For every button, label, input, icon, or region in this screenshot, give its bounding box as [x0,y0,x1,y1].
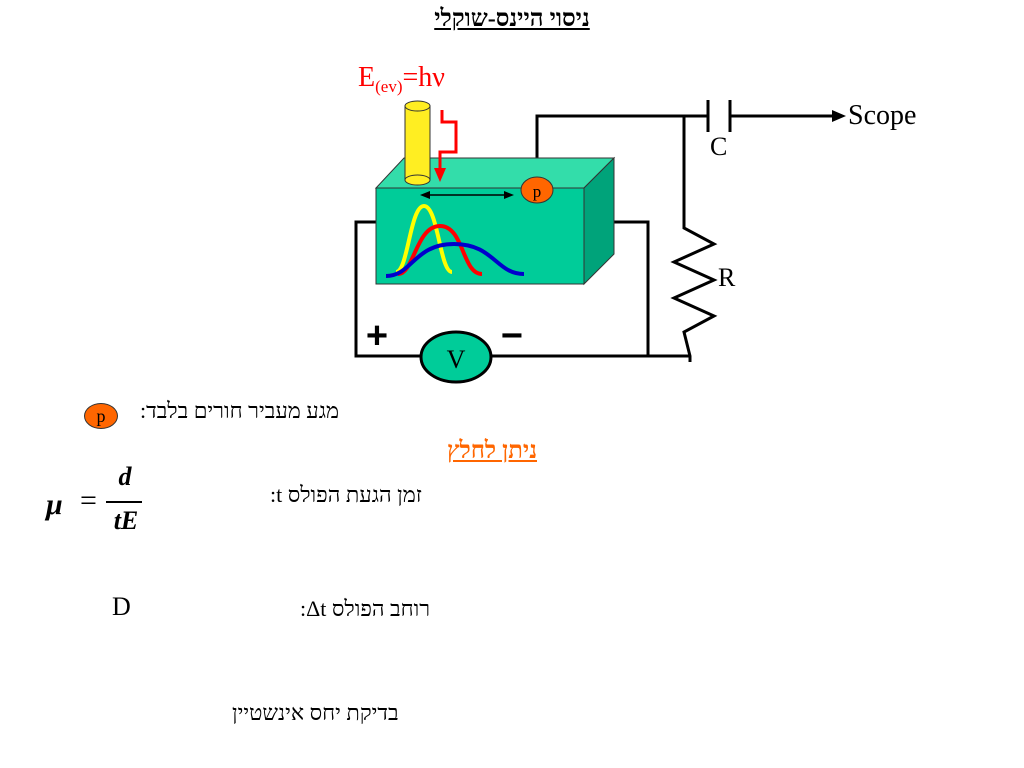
energy-subscript: (ev) [375,77,402,96]
plus-sign: + [366,315,388,357]
wire-resistor [670,116,718,362]
voltmeter-circle [419,330,493,384]
light-source-cap [404,100,431,112]
formula-denominator: tE [113,506,139,535]
pulse-curve-yellow [395,203,453,274]
circuit-wires [354,114,836,362]
formula-fraction-bar [106,501,142,503]
hole-contact-badge: p [84,403,118,429]
wire-left-loop [354,220,420,358]
hole-contact-probe [520,176,554,204]
hole-contact-note: מגע מעביר חורים בלבד: [140,398,340,423]
light-source-cylinder [404,105,431,181]
scope-arrowhead [832,110,846,122]
laser-beam [438,110,458,170]
minus-sign: − [501,315,523,357]
formula-numerator: d [118,462,132,491]
can-extract-heading: ניתן לחלץ [446,438,537,464]
pulse-curve-blue [385,241,525,278]
diffusion-symbol: D [112,592,131,621]
wire-probe [535,114,708,178]
voltmeter-label: V [447,345,466,374]
energy-suffix: =hν [402,62,444,93]
scope-label: Scope [848,100,916,131]
laser-arrowhead [434,168,446,182]
page-title: ניסוי היינס-שוקלי [434,6,590,32]
drift-arrowhead-left [420,191,430,199]
formula-mu: μ [46,488,63,521]
light-source-base [404,174,431,186]
probe-label: p [533,182,542,201]
formula-equals: = [80,484,97,517]
resistor-label: R [718,263,736,292]
drift-arrowhead-right [504,191,514,199]
photon-energy-label: E(ev)=hν [358,62,445,96]
capacitor-label: C [710,132,727,161]
einstein-relation-note: בדיקת יחס אינשטיין [232,700,399,725]
haynes-shockley-circuit-diagram: p V + − E(ev)=hν C Scope R [354,62,916,384]
arrival-time-note: זמן הגעת הפולס t: [270,482,422,507]
pulse-width-note: רוחב הפולס Δt: [300,596,431,621]
mobility-formula: μ = d tE [44,462,154,542]
energy-prefix: E [358,62,375,93]
wire-right-loop [492,220,650,358]
